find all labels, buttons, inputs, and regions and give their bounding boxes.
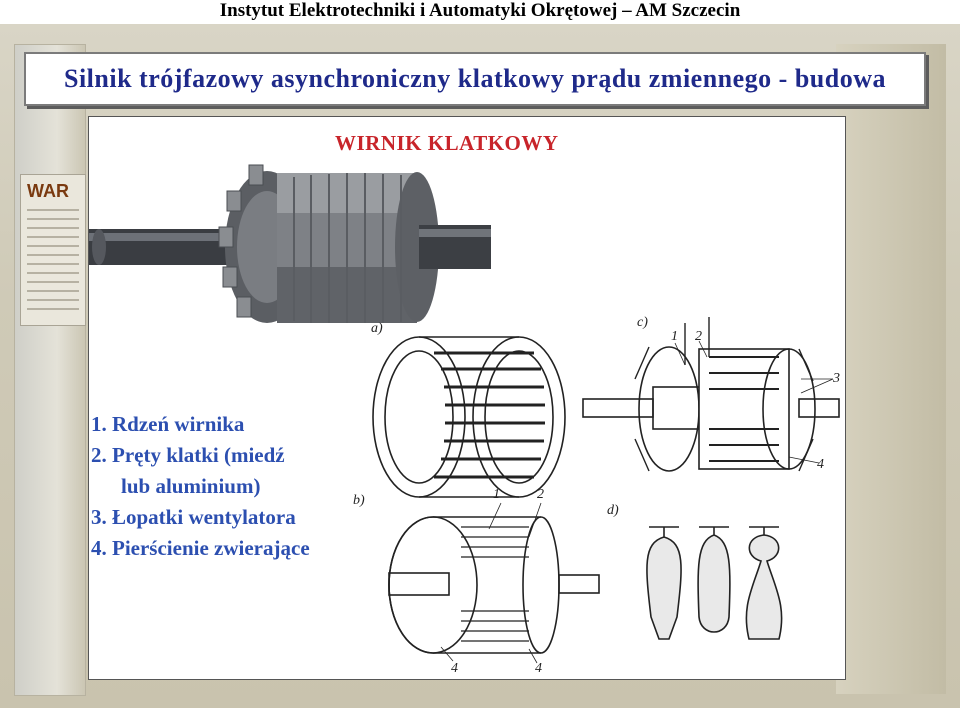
legend-item: 1. Rdzeń wirnika	[91, 412, 245, 436]
warning-sign-text: WAR	[27, 181, 69, 201]
squirrel-cage-rotor-photo	[89, 164, 491, 323]
institution-header: Instytut Elektrotechniki i Automatyki Ok…	[219, 0, 741, 21]
legend-item: lub aluminium)	[121, 474, 261, 498]
sub-label-b: b)	[353, 493, 365, 508]
callout-number: 1	[671, 329, 678, 344]
cage-drawing-a	[372, 336, 566, 498]
callout-number: 2	[537, 487, 544, 502]
sub-label-c: c)	[637, 315, 648, 330]
rotor-drawing-c	[582, 317, 840, 472]
rotor-figure: WIRNIK KLATKOWY 1. Rdzeń wirnika 2. Pręt…	[88, 116, 846, 680]
rotor-drawing-b	[388, 516, 600, 654]
callout-number: 2	[695, 329, 702, 344]
callout-number: 3	[833, 371, 840, 386]
rotor-drawings	[89, 164, 840, 664]
warning-sign-image: WAR	[20, 174, 86, 326]
slot-shapes-d	[646, 526, 783, 640]
callout-number: 4	[451, 661, 458, 676]
sub-label-a: a)	[371, 321, 383, 336]
callout-number: 1	[493, 487, 500, 502]
background-wall	[14, 44, 86, 696]
sub-label-d: d)	[607, 503, 619, 518]
slide-title-box: Silnik trójfazowy asynchroniczny klatkow…	[24, 52, 926, 106]
callout-lines-b	[440, 502, 542, 664]
rotor-parts-legend: 1. Rdzeń wirnika 2. Pręty klatki (miedź …	[91, 409, 310, 564]
figure-title: WIRNIK KLATKOWY	[335, 131, 559, 155]
legend-item: 2. Pręty klatki (miedź	[91, 443, 285, 467]
legend-item: 4. Pierścienie zwierające	[91, 536, 310, 560]
background-panel	[836, 44, 946, 694]
callout-number: 4	[535, 661, 542, 676]
callout-number: 4	[817, 457, 824, 472]
legend-item: 3. Łopatki wentylatora	[91, 505, 296, 529]
slide-title: Silnik trójfazowy asynchroniczny klatkow…	[64, 64, 886, 93]
